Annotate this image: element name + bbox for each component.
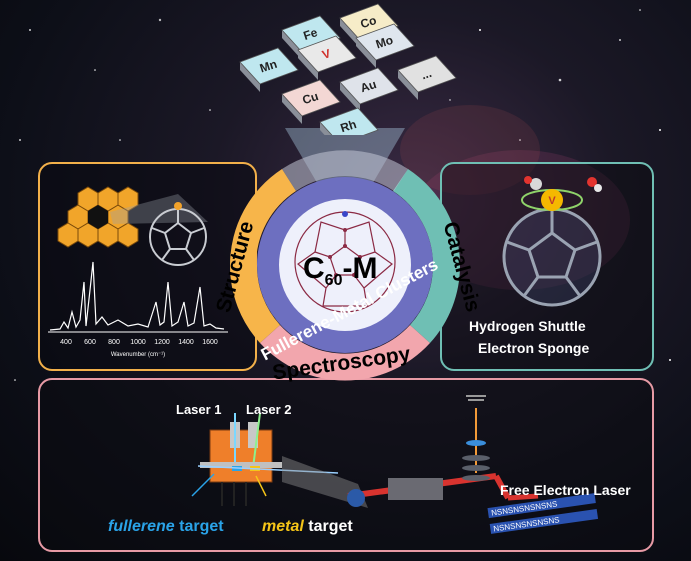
element-symbol: Au [359,77,379,95]
element-symbol: Mn [258,57,279,76]
svg-text:V: V [548,195,556,207]
element-symbol: Cu [301,89,321,107]
spectrum-tick-label: 1000 [130,339,146,346]
catalysis-illustration: V [502,176,602,307]
element-tile: Mo [355,23,415,68]
formula-sub: 60 [324,272,343,289]
metal-site-icon [342,211,348,217]
cage-fullerene [502,207,602,307]
element-symbol: Rh [339,117,359,135]
spectrum-plot: 400 600 800 1000 1200 1400 1600 Wavenumber (cm… [48,261,228,358]
spectrum-xlabel: Wavenumber (cm⁻¹) [111,352,165,358]
element-tile: Cu [281,79,341,124]
spectrum-tick-label: 1400 [178,339,194,346]
element-tile: Rh [319,107,379,135]
spectrum-tick-label: 800 [108,339,120,346]
fullerene-target-label: fullerene target [108,518,224,536]
core-disk [279,199,411,331]
metal-target-word: target [303,518,353,535]
metal-atom-icon [174,202,182,210]
element-tile: Au [339,67,399,112]
spectrum-tick-label: 400 [60,339,72,346]
metal-word: metal [262,518,304,535]
structure-segment [230,169,296,265]
element-symbol: Mo [374,33,395,52]
laser-2-label: Laser 2 [246,402,292,417]
structure-illustration: 400 600 800 1000 1200 1400 1600 Wavenumber (cm… [48,186,228,358]
element-symbol: ... [419,66,433,82]
fel-label: Free Electron Laser [500,482,631,498]
vanadium-atom-icon [541,189,563,211]
catalysis-caption-2: Electron Sponge [478,340,590,356]
catalysis-caption-1: Hydrogen Shuttle [469,318,586,334]
element-tile: Mn [239,47,299,92]
element-symbol: Co [359,13,379,31]
center-ring [229,150,461,381]
structure-panel [38,162,257,371]
gold-cluster [57,186,139,248]
spectrum-tick-label: 600 [84,339,96,346]
setup-illustration: NSNSNSNSNSNS NSNSNSNSNSNS [191,395,599,534]
spectroscopy-segment [260,325,430,381]
formula-m: -M [342,252,378,285]
element-tile: V [297,35,357,80]
laser-beamline [347,395,539,507]
laser-1-label: Laser 1 [176,402,222,417]
spectrum-tick-label: 1200 [154,339,170,346]
fullerene-target-word: target [174,518,224,535]
spectrum-tick-label: 1600 [202,339,218,346]
metal-target-label: metal target [262,518,353,536]
fullerene-word: fullerene [108,518,175,535]
catalysis-segment [393,169,460,265]
formula-c: C [303,252,325,285]
element-symbol: Fe [302,25,320,43]
cluster-source [197,412,339,506]
element-tile: ... [397,55,457,100]
c60m-formula: C60-M [303,252,377,290]
element-symbol: V [320,46,332,62]
